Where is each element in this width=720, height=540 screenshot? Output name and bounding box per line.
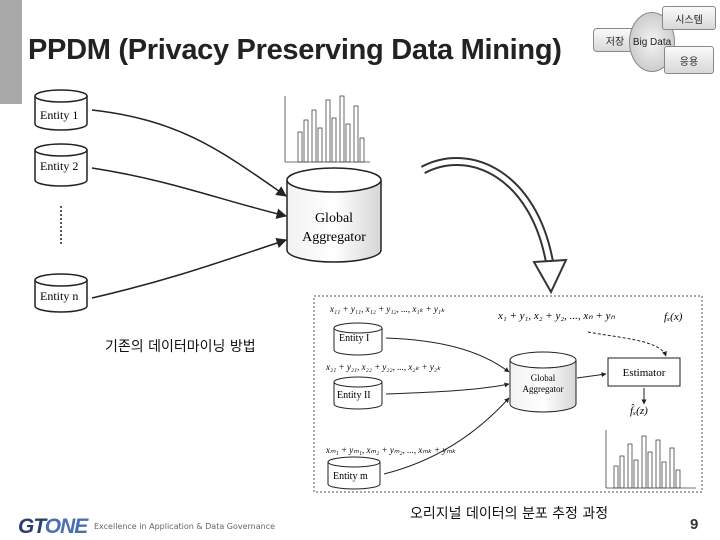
formula-row1: x₁₁ + y₁₁, x₁₂ + y₁₂, ..., x₁ₖ + y₁ₖ [329,304,445,314]
entity-n-cylinder: Entity n [34,273,88,313]
histogram-thumbnail-top [284,95,370,163]
entity-m-cylinder: Entity m [327,456,381,490]
entity-2-cylinder: Entity 2 [34,143,88,187]
entity-i-cylinder: Entity I [333,322,383,356]
aggregator-top-label-1: Global [315,211,353,226]
entity-m-label: Entity m [333,471,368,482]
entity-ii-cylinder: Entity II [333,376,383,410]
arrow-entity2-aggregator [91,167,288,219]
arrow-entityii-aggregator [385,382,510,395]
arrow-entityi-aggregator [385,337,510,373]
estimator-label: Estimator [623,367,666,379]
left-accent-bar [0,0,22,104]
arrow-aggregator-estimator [576,372,607,379]
entity-1-cylinder: Entity 1 [34,89,88,131]
aggregator-bottom-label-2: Aggregator [523,384,564,394]
caption-distribution-estimation: 오리지널 데이터의 분포 추정 과정 [410,506,609,522]
estimator-box: Estimator [607,357,681,387]
aggregator-bottom-label-1: Global [531,373,556,383]
fx-label: fₓ(x) [664,311,683,323]
fhat-label: f̂ₓ(z) [630,404,648,417]
entity-i-label: Entity I [339,333,369,344]
arrow-fx-estimator [587,331,667,357]
transition-curved-arrow [420,157,568,295]
histogram-thumbnail-bottom [605,430,696,489]
entity-n-label: Entity n [40,289,78,303]
caption-existing-method: 기존의 데이터마이닝 방법 [105,339,256,355]
global-aggregator-top: Global Aggregator [286,167,382,263]
formula-main: x₁ + y₁, x₂ + y₂, ..., xₙ + yₙ [497,310,615,322]
bottom-diagram-frame [313,295,703,493]
aggregator-top-label-2: Aggregator [302,230,366,245]
gtone-logo: GTONE [18,515,89,539]
entity-2-label: Entity 2 [40,159,78,173]
nav-apply-button[interactable]: 응용 [664,46,714,74]
page-title: PPDM (Privacy Preserving Data Mining) [28,34,562,66]
arrow-entitym-aggregator [383,397,510,475]
entity-ii-label: Entity II [337,390,371,401]
page-number: 9 [690,516,699,533]
logo-one: ONE [44,515,89,538]
arrow-entityn-aggregator [91,238,287,299]
entity-1-label: Entity 1 [40,108,78,122]
formula-row2: x₂₁ + y₂₁, x₂₂ + y₂₂, ..., x₂ₖ + y₂ₖ [325,362,441,372]
nav-system-button[interactable]: 시스템 [662,6,716,30]
global-aggregator-bottom: Global Aggregator [509,351,577,413]
logo-gt: GT [18,515,46,538]
arrow-entity1-aggregator [91,109,287,197]
footer-tagline: Excellence in Application & Data Governa… [94,522,276,531]
formula-row3: xₘ₁ + yₘ₁, xₘ₂ + yₘ₂, ..., xₘₖ + yₘₖ [325,445,456,455]
